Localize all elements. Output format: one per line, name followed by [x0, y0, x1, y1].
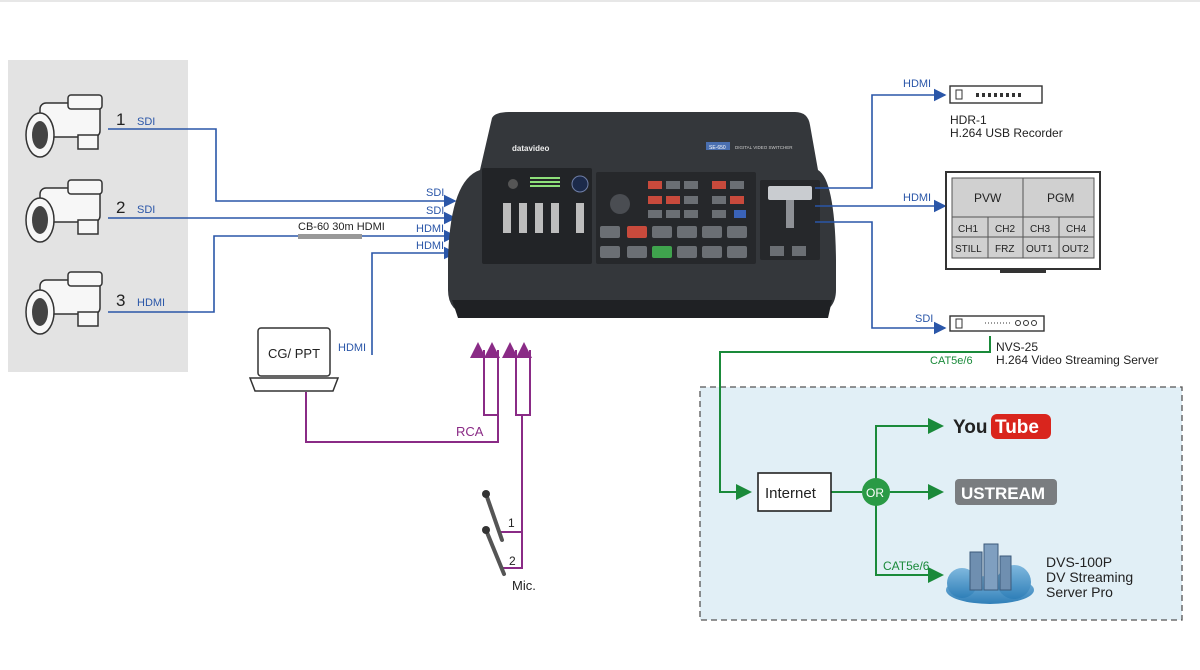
camera-1-icon: [25, 94, 103, 158]
camera-2-signal: SDI: [137, 204, 155, 216]
hdr-name: HDR-1: [950, 113, 987, 127]
mic-line-1b: [502, 342, 522, 416]
cg-label: CG/ PPT: [268, 346, 320, 361]
dvs-name: DVS-100P: [1046, 554, 1112, 570]
youtube-you: You: [953, 417, 987, 438]
microphone-2-icon: [482, 526, 506, 576]
nvs-line: [815, 221, 947, 335]
camera-1-signal: SDI: [137, 116, 155, 128]
ustream-text: USTREAM: [961, 484, 1045, 503]
switcher-input-3: HDMI: [416, 223, 444, 235]
video-switcher: datavideo SE-650 DIGITAL VIDEO SWITCHER: [448, 112, 836, 318]
mic-2-tap: [502, 530, 523, 569]
switcher-brand: datavideo: [512, 144, 549, 153]
nvs-desc: H.264 Video Streaming Server: [996, 353, 1159, 367]
hdr-line: [815, 88, 947, 189]
mic-line-1: [516, 342, 532, 535]
switcher-input-2: SDI: [426, 205, 444, 217]
or-node: [862, 478, 890, 506]
internet-label: Internet: [765, 485, 817, 502]
youtube-tube: Tube: [995, 417, 1039, 438]
dvs-line2: DV Streaming: [1046, 569, 1133, 585]
monitor-out1: OUT1: [1026, 244, 1053, 255]
nvs-cable: CAT5e/6: [930, 355, 973, 367]
monitor-ch3: CH3: [1030, 224, 1050, 235]
monitor-out2: OUT2: [1062, 244, 1089, 255]
switcher-input-1: SDI: [426, 187, 444, 199]
rca-line: [305, 342, 499, 443]
mic-1-number: 1: [508, 516, 515, 530]
nvs-server-icon: [949, 315, 1045, 332]
switcher-model: SE-650: [709, 145, 726, 151]
nvs-internet-line: [719, 336, 991, 500]
nvs-name: NVS-25: [996, 340, 1038, 354]
nvs-signal: SDI: [915, 313, 933, 325]
camera-1-line: [108, 128, 457, 208]
mic-2-number: 2: [509, 554, 516, 568]
hdmi-cable-marker: [298, 234, 362, 239]
cable-label: CB-60 30m HDMI: [298, 221, 385, 233]
cg-signal: HDMI: [338, 342, 366, 354]
switcher-product: DIGITAL VIDEO SWITCHER: [735, 145, 793, 150]
monitor-ch2: CH2: [995, 224, 1015, 235]
dvs-cloud-server-icon: [946, 543, 1034, 604]
camera-1-number: 1: [116, 110, 125, 129]
microphone-1-icon: [482, 490, 504, 542]
multiview-monitor: [945, 171, 1101, 273]
camera-3-number: 3: [116, 291, 125, 310]
cg-line: [371, 246, 457, 355]
switcher-input-4: HDMI: [416, 240, 444, 252]
hdr-desc: H.264 USB Recorder: [950, 126, 1063, 140]
dvs-cable: CAT5e/6: [883, 559, 930, 573]
mic-label: Mic.: [512, 578, 536, 593]
camera-3-signal: HDMI: [137, 297, 165, 309]
monitor-frz: FRZ: [995, 244, 1014, 255]
camera-2-number: 2: [116, 198, 125, 217]
rca-label: RCA: [456, 424, 484, 439]
monitor-signal: HDMI: [903, 192, 931, 204]
internet-box: [757, 472, 832, 512]
youtube-logo: You Tube: [953, 414, 1051, 439]
monitor-still: STILL: [955, 244, 982, 255]
dvs-line3: Server Pro: [1046, 584, 1113, 600]
or-dvs-line: [875, 505, 944, 583]
monitor-pvw: PVW: [974, 191, 1002, 205]
camera-3-icon: [25, 271, 103, 335]
or-youtube-line: [875, 418, 944, 479]
monitor-pgm: PGM: [1047, 191, 1074, 205]
or-label: OR: [866, 486, 884, 500]
monitor-ch4: CH4: [1066, 224, 1086, 235]
ustream-logo: USTREAM: [955, 479, 1057, 505]
monitor-ch1: CH1: [958, 224, 978, 235]
camera-2-icon: [25, 179, 103, 243]
laptop-icon: [248, 327, 340, 392]
hdr-signal: HDMI: [903, 78, 931, 90]
hdr-recorder-icon: [949, 85, 1043, 104]
